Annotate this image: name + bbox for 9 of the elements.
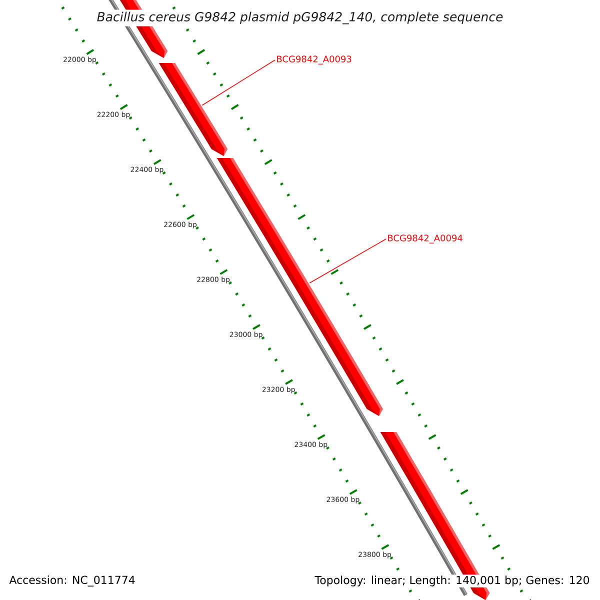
gene-feature <box>158 63 228 156</box>
summary-text: Topology: linear; Length: 140,001 bp; Genes: 120 <box>314 574 591 588</box>
gene-feature <box>216 158 383 416</box>
leader-line <box>202 60 276 106</box>
gene-label: BCG9842_A0093 <box>277 56 352 64</box>
leader-line <box>309 238 386 284</box>
accession-text: Accession: NC_011774 <box>9 576 135 586</box>
title: Bacillus cereus G9842 plasmid pG9842_140, complete sequence <box>94 10 506 26</box>
gene-label: BCG9842_A0094 <box>388 234 462 244</box>
